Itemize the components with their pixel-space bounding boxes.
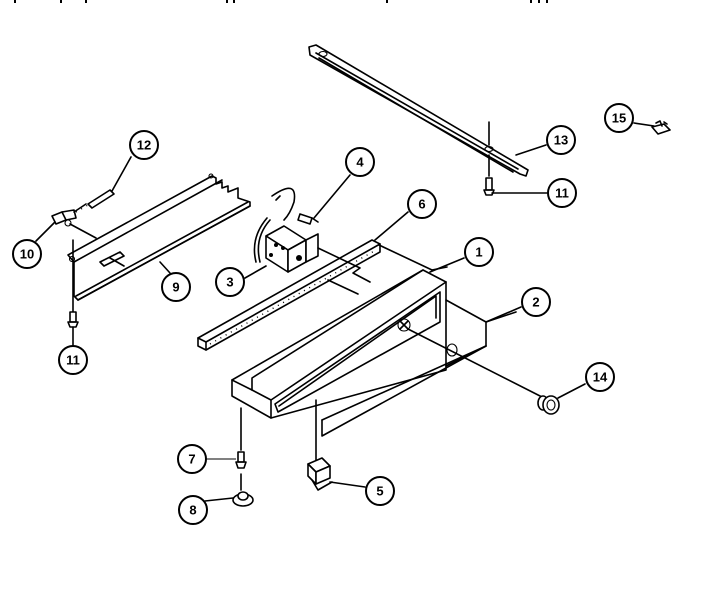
- callout-2: 2: [521, 287, 551, 317]
- svg-text:12: 12: [137, 138, 151, 153]
- svg-text:8: 8: [189, 503, 196, 518]
- knob-14: [537, 395, 560, 415]
- svg-text:5: 5: [376, 484, 383, 499]
- callout-11-left: 11: [58, 345, 88, 375]
- callout-1: 1: [464, 237, 494, 267]
- callout-14: 14: [585, 362, 615, 392]
- svg-text:13: 13: [554, 133, 568, 148]
- callout-6: 6: [407, 189, 437, 219]
- cropped-header-marks: [14, 0, 548, 3]
- leader-lines: [35, 122, 655, 502]
- callout-12: 12: [129, 130, 159, 160]
- top-rail: [308, 44, 529, 177]
- svg-text:3: 3: [226, 275, 233, 290]
- callout-11-right: 11: [547, 178, 577, 208]
- callout-5: 5: [365, 476, 395, 506]
- svg-text:14: 14: [593, 370, 608, 385]
- screw-4: [297, 213, 319, 225]
- main-housing: [231, 244, 448, 419]
- callout-15: 15: [604, 103, 634, 133]
- callout-13: 13: [546, 125, 576, 155]
- callout-10: 10: [12, 239, 42, 269]
- svg-text:11: 11: [66, 353, 80, 368]
- perforated-rail: [197, 239, 381, 351]
- small-clip: [651, 120, 671, 135]
- bolt-7: [206, 451, 247, 491]
- svg-text:7: 7: [188, 452, 195, 467]
- clip-and-tie: [51, 189, 115, 239]
- svg-text:6: 6: [418, 197, 425, 212]
- svg-text:1: 1: [475, 245, 482, 260]
- nut-8: [232, 491, 254, 507]
- callout-9: 9: [161, 272, 191, 302]
- screw-left: [67, 239, 79, 347]
- callout-4: 4: [345, 147, 375, 177]
- svg-text:9: 9: [172, 280, 179, 295]
- callout-7: 7: [177, 444, 207, 474]
- solenoid-switch: [253, 187, 319, 273]
- callout-3: 3: [215, 267, 245, 297]
- left-bracket: [67, 173, 251, 301]
- screw-right: [483, 177, 495, 196]
- housing-leaders: [240, 399, 317, 461]
- connector-5: [307, 457, 333, 491]
- callout-8: 8: [178, 495, 208, 525]
- svg-text:11: 11: [555, 186, 569, 201]
- svg-text:4: 4: [356, 155, 364, 170]
- svg-text:15: 15: [612, 111, 626, 126]
- svg-text:2: 2: [532, 295, 539, 310]
- svg-text:10: 10: [20, 247, 34, 262]
